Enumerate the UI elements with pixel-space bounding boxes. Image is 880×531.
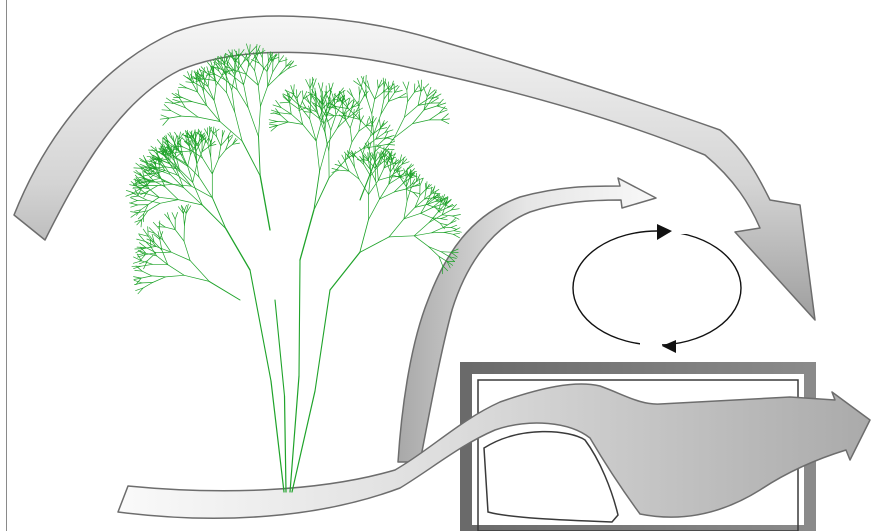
cycle-arrowhead-top [657,224,672,240]
cycle-loop [573,224,741,353]
cycle-arrowhead-bottom [662,340,676,353]
